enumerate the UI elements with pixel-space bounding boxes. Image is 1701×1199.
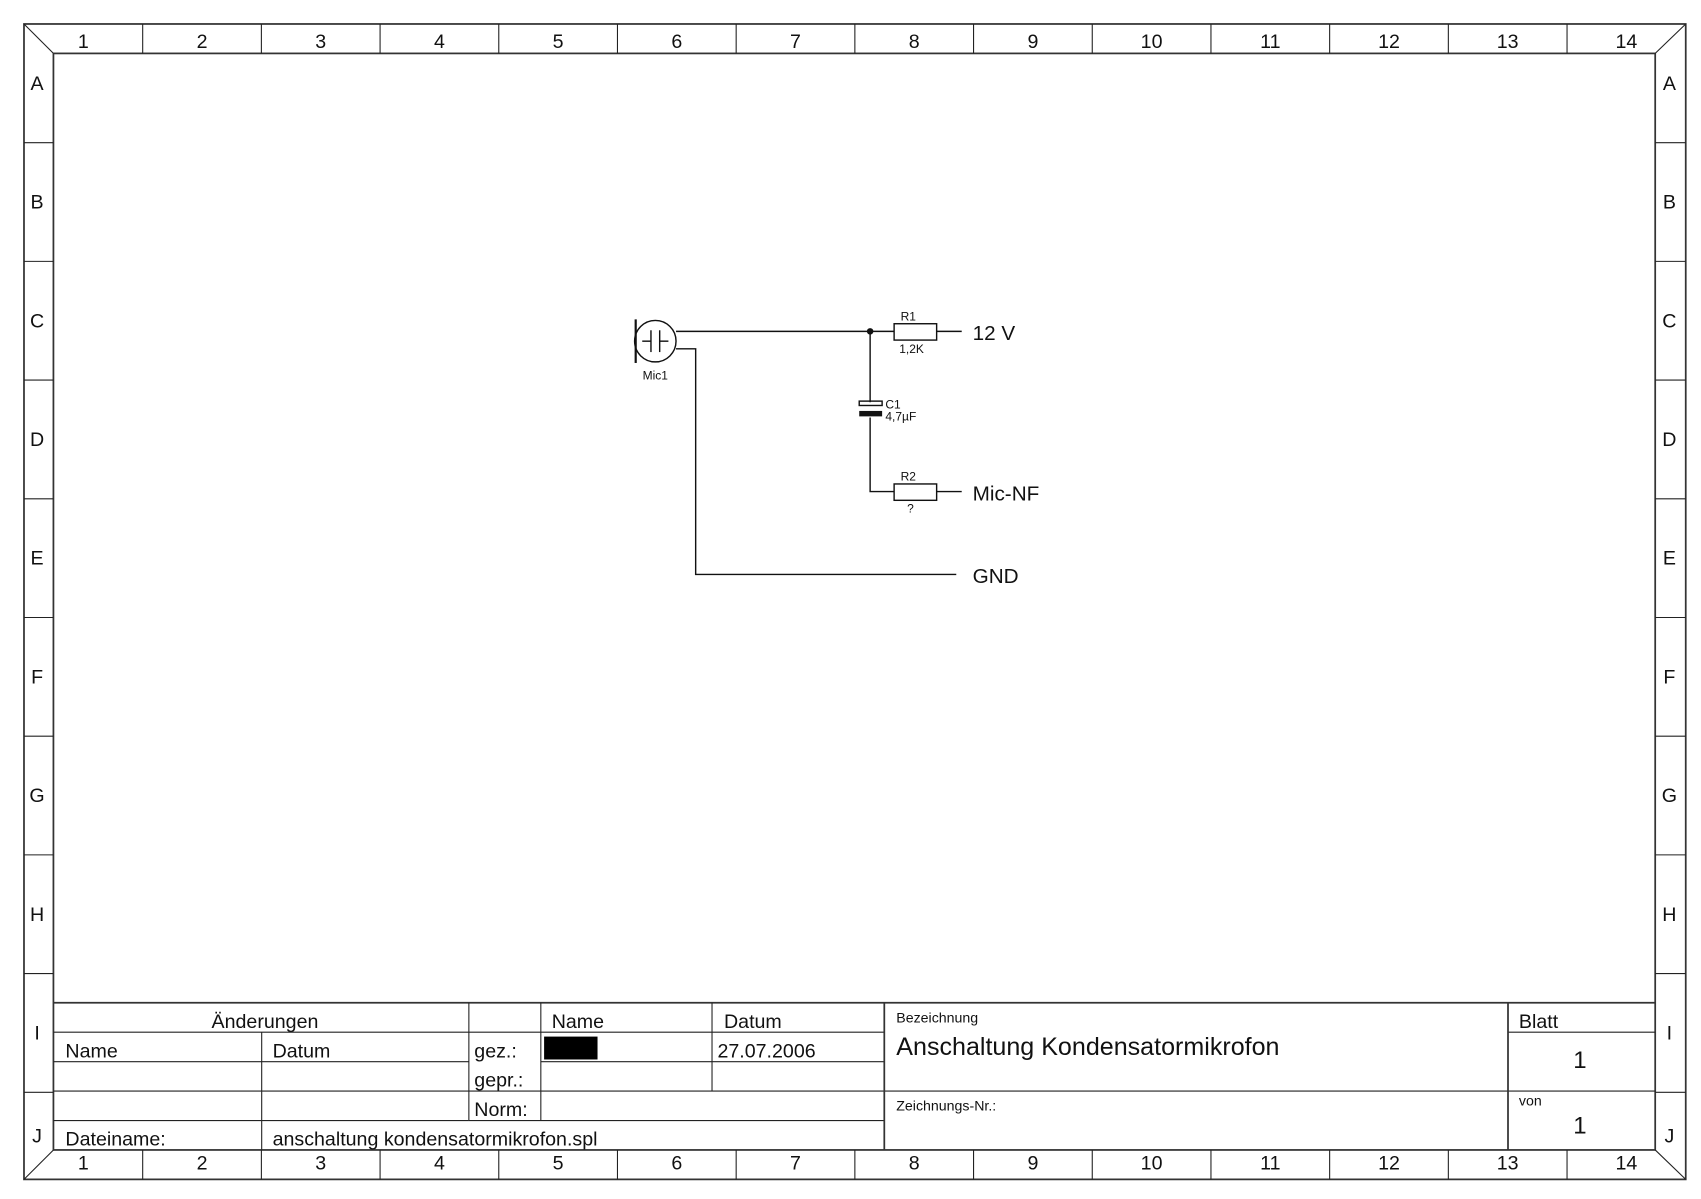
column-label-bottom: 12 xyxy=(1378,1153,1400,1175)
row-label-left: D xyxy=(30,429,44,451)
column-label-top: 14 xyxy=(1615,31,1637,53)
row-label-right: J xyxy=(1664,1125,1674,1147)
row-label-right: E xyxy=(1663,548,1676,570)
column-label-top: 12 xyxy=(1378,31,1400,53)
resistor-r2 xyxy=(893,483,938,502)
column-label-bottom: 1 xyxy=(78,1153,89,1175)
net-label-12v: 12 V xyxy=(973,322,1016,345)
designation-label: Bezeichnung xyxy=(896,1010,978,1026)
drawn-label: gez.: xyxy=(474,1040,517,1062)
drawing-number-label: Zeichnungs-Nr.: xyxy=(896,1099,996,1115)
row-label-right: C xyxy=(1662,310,1676,332)
changes-date-header: Datum xyxy=(273,1040,331,1062)
column-label-top: 3 xyxy=(315,31,326,53)
column-label-top: 13 xyxy=(1497,31,1519,53)
net-label-gnd: GND xyxy=(973,565,1019,588)
row-label-right: H xyxy=(1662,904,1676,926)
column-label-bottom: 8 xyxy=(909,1153,920,1175)
column-label-top: 1 xyxy=(78,31,89,53)
sheet-of-label: von xyxy=(1519,1093,1542,1109)
row-label-left: J xyxy=(32,1125,42,1147)
column-label-top: 6 xyxy=(671,31,682,53)
column-label-bottom: 14 xyxy=(1615,1153,1637,1175)
row-label-left: B xyxy=(31,192,44,214)
row-label-left: G xyxy=(29,785,44,807)
resistor-r1 xyxy=(893,323,938,341)
row-label-left: C xyxy=(30,310,44,332)
column-label-top: 11 xyxy=(1260,31,1280,53)
designation: Anschaltung Kondensatormikrofon xyxy=(896,1033,1279,1061)
checked-label: gepr.: xyxy=(474,1070,523,1092)
r2-name: R2 xyxy=(901,470,917,484)
column-label-bottom: 9 xyxy=(1027,1153,1038,1175)
column-label-bottom: 13 xyxy=(1497,1153,1519,1175)
name-header: Name xyxy=(552,1011,604,1033)
capacitor-c1 xyxy=(858,400,883,417)
drawn-date: 27.07.2006 xyxy=(717,1040,815,1062)
column-label-bottom: 7 xyxy=(790,1153,801,1175)
row-label-right: D xyxy=(1662,429,1676,451)
column-label-bottom: 10 xyxy=(1141,1153,1163,1175)
row-label-right: G xyxy=(1662,785,1677,807)
column-label-bottom: 4 xyxy=(434,1153,445,1175)
wires xyxy=(676,328,962,576)
column-label-top: 4 xyxy=(434,31,445,53)
microphone-symbol xyxy=(633,319,677,363)
r1-value: 1,2K xyxy=(899,342,924,356)
column-label-bottom: 6 xyxy=(671,1153,682,1175)
column-label-top: 7 xyxy=(790,31,801,53)
row-label-left: E xyxy=(31,548,44,570)
row-label-left: F xyxy=(31,666,43,688)
mic-label: Mic1 xyxy=(643,368,669,382)
column-label-top: 9 xyxy=(1027,31,1038,53)
r1-name: R1 xyxy=(901,309,917,323)
junction-dot xyxy=(866,328,874,335)
row-label-right: I xyxy=(1667,1022,1672,1044)
column-label-top: 2 xyxy=(197,31,208,53)
filename: anschaltung kondensatormikrofon.spl xyxy=(273,1129,598,1151)
norm-label: Norm: xyxy=(474,1099,527,1121)
column-label-top: 5 xyxy=(553,31,564,53)
sheet-label: Blatt xyxy=(1519,1011,1559,1033)
column-label-bottom: 5 xyxy=(553,1153,564,1175)
drawing-frame xyxy=(23,23,1687,1181)
changes-name-header: Name xyxy=(65,1040,117,1062)
row-label-left: A xyxy=(31,73,45,95)
column-label-bottom: 2 xyxy=(197,1153,208,1175)
circuit: Mic1 R1 1,2K C1 4,7µF R2 ? 12 V Mic-NF G… xyxy=(633,309,1040,588)
sheet-total: 1 xyxy=(1573,1113,1586,1140)
row-label-left: I xyxy=(34,1022,39,1044)
net-label-mic-nf: Mic-NF xyxy=(973,482,1040,505)
redacted-name xyxy=(544,1036,598,1060)
c1-name: C1 xyxy=(885,398,901,412)
row-label-right: F xyxy=(1663,666,1675,688)
row-label-right: A xyxy=(1663,73,1677,95)
date-header: Datum xyxy=(724,1011,782,1033)
column-label-top: 8 xyxy=(909,31,920,53)
changes-header: Änderungen xyxy=(212,1011,319,1033)
title-block: Änderungen Name Datum Name Datum gez.: 2… xyxy=(53,1001,1656,1151)
column-label-top: 10 xyxy=(1141,31,1163,53)
filename-label: Dateiname: xyxy=(65,1129,165,1151)
row-label-right: B xyxy=(1663,192,1676,214)
sheet-number: 1 xyxy=(1573,1047,1586,1074)
c1-value: 4,7µF xyxy=(885,410,916,424)
column-label-bottom: 11 xyxy=(1260,1153,1280,1175)
row-label-left: H xyxy=(30,904,44,926)
column-label-bottom: 3 xyxy=(315,1153,326,1175)
r2-value: ? xyxy=(907,501,914,515)
